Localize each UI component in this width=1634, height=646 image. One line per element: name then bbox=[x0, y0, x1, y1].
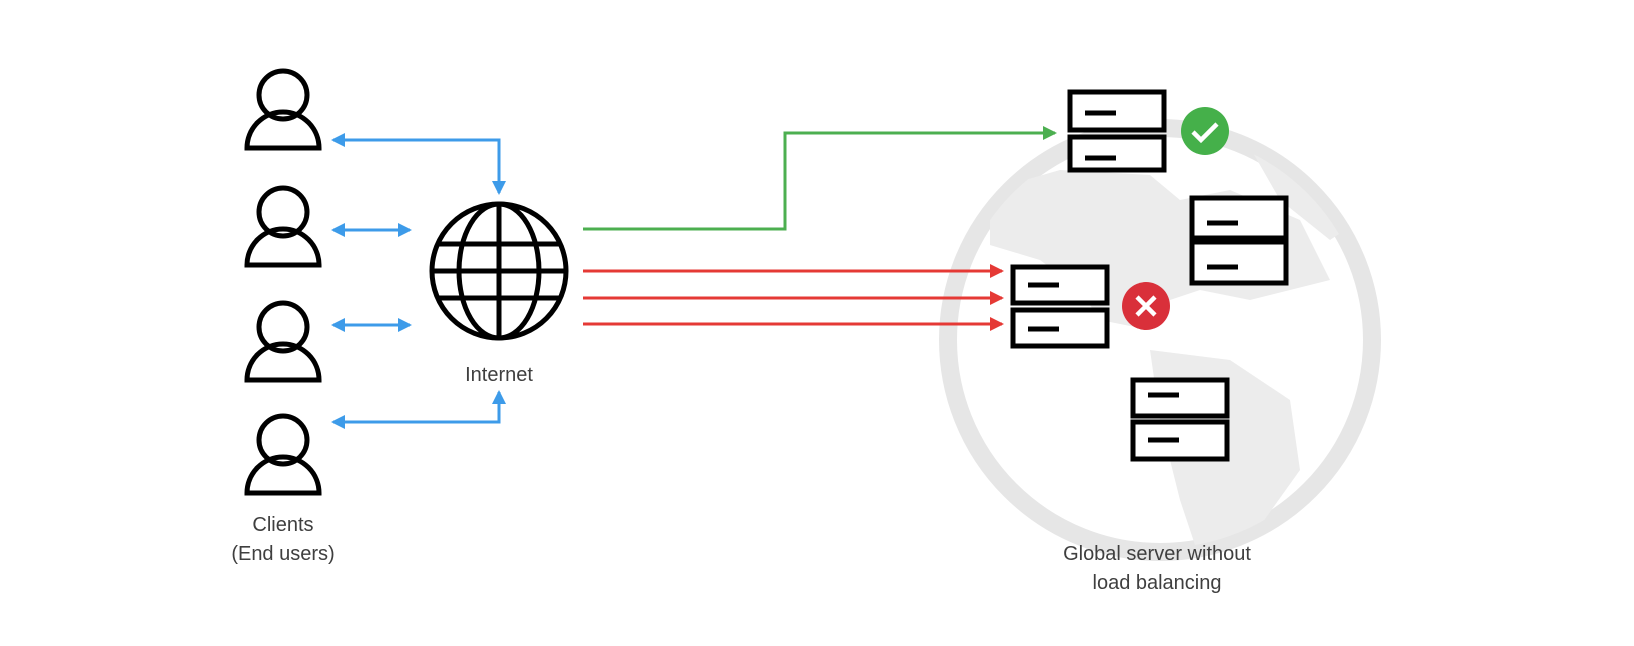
user-icon bbox=[244, 185, 322, 268]
clients-sublabel: (End users) bbox=[231, 543, 334, 565]
user-icon bbox=[244, 68, 322, 151]
globe-icon bbox=[429, 201, 569, 341]
clients-group bbox=[244, 68, 322, 496]
user-icon bbox=[244, 300, 322, 383]
server-icon bbox=[1010, 264, 1110, 349]
server-icon bbox=[1189, 195, 1289, 286]
internet-label: Internet bbox=[465, 364, 533, 386]
client-internet-links bbox=[331, 133, 506, 429]
clients-label: Clients bbox=[252, 514, 313, 536]
success-route-arrow bbox=[583, 126, 1057, 231]
failed-route-arrows bbox=[583, 264, 1004, 331]
link-client-4 bbox=[331, 390, 506, 429]
x-circle-icon bbox=[1122, 282, 1170, 330]
servers-sublabel: load balancing bbox=[1093, 572, 1222, 594]
link-client-1 bbox=[331, 133, 506, 195]
check-circle-icon bbox=[1181, 107, 1229, 155]
user-icon bbox=[244, 413, 322, 496]
servers-label: Global server without bbox=[1063, 543, 1251, 565]
server-icon bbox=[1130, 377, 1230, 462]
server-icon bbox=[1067, 89, 1167, 173]
